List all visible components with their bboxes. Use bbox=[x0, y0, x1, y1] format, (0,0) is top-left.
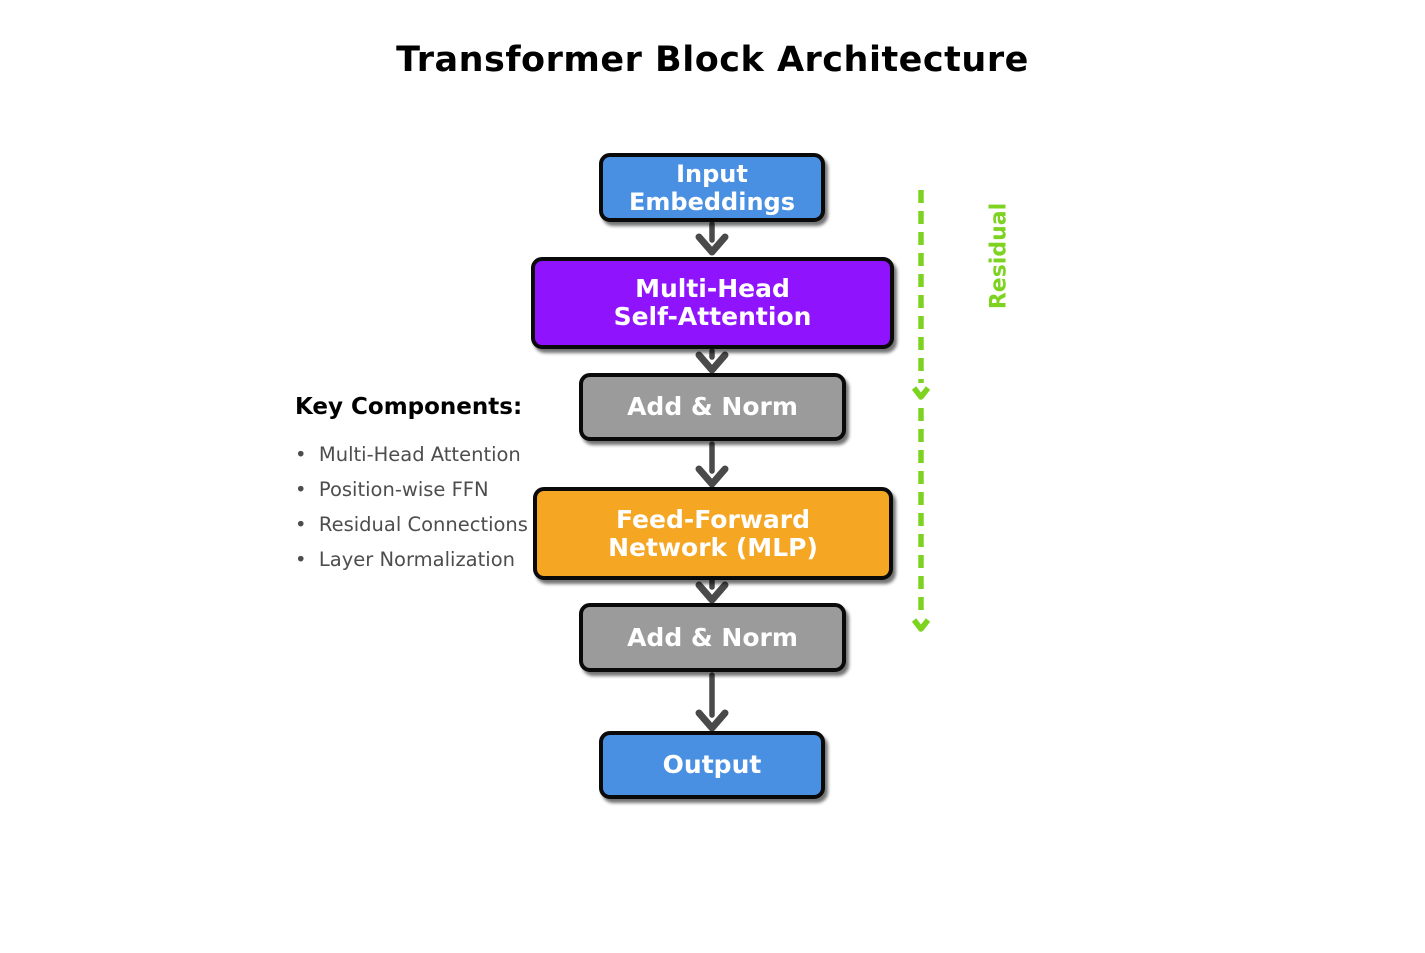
key-components-panel: Key Components: Multi-Head Attention Pos… bbox=[295, 394, 528, 584]
flow-arrow-ffn-to-addnorm2 bbox=[695, 578, 729, 604]
box-input-embeddings-label: Input Embeddings bbox=[629, 159, 795, 216]
flow-arrows bbox=[695, 221, 729, 732]
box-output-label: Output bbox=[662, 750, 762, 779]
box-add-norm-1-label: Add & Norm bbox=[627, 392, 798, 421]
key-component-item-layer-normalization: Layer Normalization bbox=[295, 549, 528, 570]
residual-label: Residual bbox=[986, 202, 1012, 310]
box-feed-forward-network-label: Feed-Forward Network (MLP) bbox=[608, 504, 818, 562]
box-add-norm-1: Add & Norm bbox=[579, 373, 846, 441]
box-add-norm-2-label: Add & Norm bbox=[627, 622, 798, 652]
key-components-heading: Key Components: bbox=[295, 394, 523, 420]
box-multi-head-self-attention-label: Multi-Head Self-Attention bbox=[613, 274, 812, 331]
box-input-embeddings: Input Embeddings bbox=[599, 153, 825, 222]
flow-arrow-addnorm2-to-output bbox=[695, 672, 729, 732]
residual-arrow-attention bbox=[911, 190, 931, 400]
diagram-title: Transformer Block Architecture bbox=[396, 40, 1029, 80]
flow-arrow-attention-to-addnorm1 bbox=[695, 348, 729, 374]
key-component-item-position-wise-ffn: Position-wise FFN bbox=[295, 479, 528, 500]
residual-connection-arrows bbox=[911, 190, 931, 632]
box-add-norm-2: Add & Norm bbox=[579, 603, 846, 672]
flow-arrow-addnorm1-to-ffn bbox=[695, 441, 729, 488]
box-feed-forward-network: Feed-Forward Network (MLP) bbox=[533, 487, 893, 580]
key-component-item-multi-head-attention: Multi-Head Attention bbox=[295, 444, 528, 465]
key-component-item-residual-connections: Residual Connections bbox=[295, 514, 528, 535]
box-output: Output bbox=[599, 731, 825, 799]
key-components-list: Multi-Head Attention Position-wise FFN R… bbox=[295, 444, 528, 570]
box-multi-head-self-attention: Multi-Head Self-Attention bbox=[531, 257, 894, 349]
flow-arrow-input-to-attention bbox=[695, 221, 729, 256]
residual-arrow-ffn bbox=[911, 408, 931, 632]
